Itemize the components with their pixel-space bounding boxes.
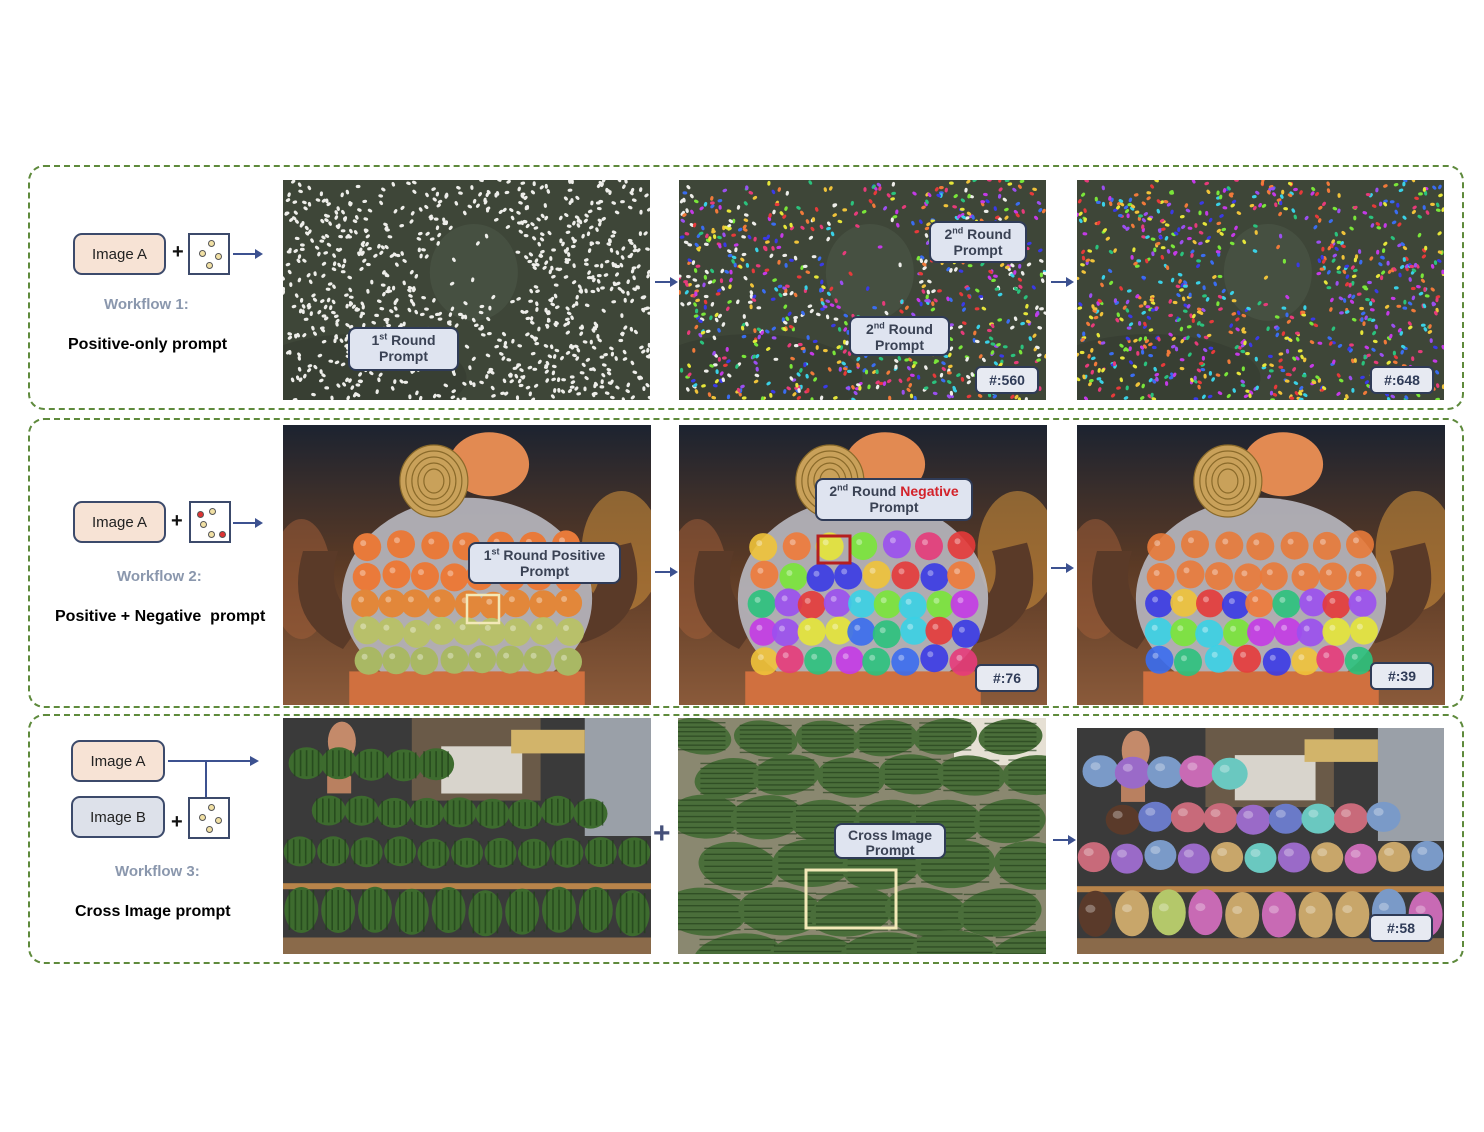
image-a-box: Image A (71, 740, 165, 782)
sheep-image-round2 (679, 180, 1046, 400)
object-count-badge: #:58 (1369, 914, 1433, 942)
arrow-icon (233, 518, 263, 528)
arrow-icon (1053, 835, 1076, 845)
workflow-title: Workflow 3: (115, 863, 200, 880)
plus-sign: + (171, 510, 183, 532)
workflow-title: Workflow 1: (104, 296, 189, 313)
sheep-image-result (1077, 180, 1444, 400)
workflow-subtitle: Cross Image prompt (75, 903, 231, 920)
workflow-subtitle: Positive-only prompt (68, 336, 228, 353)
workflow-3-panel (28, 714, 1464, 964)
connector-arrow (168, 756, 259, 799)
arrow-icon (655, 277, 678, 287)
point-prompt-icon (188, 797, 230, 839)
watermelon-pile-image-b (678, 718, 1046, 954)
arrow-icon (655, 567, 678, 577)
fruit-vendor-result (1077, 425, 1445, 705)
plus-sign: + (171, 811, 183, 833)
plus-sign: + (653, 817, 671, 850)
sheep-image-input (283, 180, 650, 400)
point-prompt-icon (188, 233, 230, 275)
plus-sign: + (172, 241, 184, 263)
workflow-1-panel (28, 165, 1464, 410)
arrow-icon (1051, 563, 1074, 573)
object-count-badge: #:39 (1370, 662, 1434, 690)
arrow-icon (233, 249, 263, 259)
pos-neg-prompt-icon (189, 501, 231, 543)
watermelon-stall-image-a (283, 718, 651, 954)
image-a-box: Image A (73, 233, 166, 275)
image-b-box: Image B (71, 796, 165, 838)
image-a-box: Image A (73, 501, 166, 543)
workflow-2-panel (28, 418, 1464, 708)
arrow-icon (1051, 277, 1074, 287)
object-count-badge: #:560 (975, 366, 1039, 394)
workflow-subtitle: Positive + Negative prompt (55, 608, 266, 625)
workflow-title: Workflow 2: (117, 568, 202, 585)
fruit-vendor-round2 (679, 425, 1047, 705)
object-count-badge: #:76 (975, 664, 1039, 692)
object-count-badge: #:648 (1370, 366, 1434, 394)
